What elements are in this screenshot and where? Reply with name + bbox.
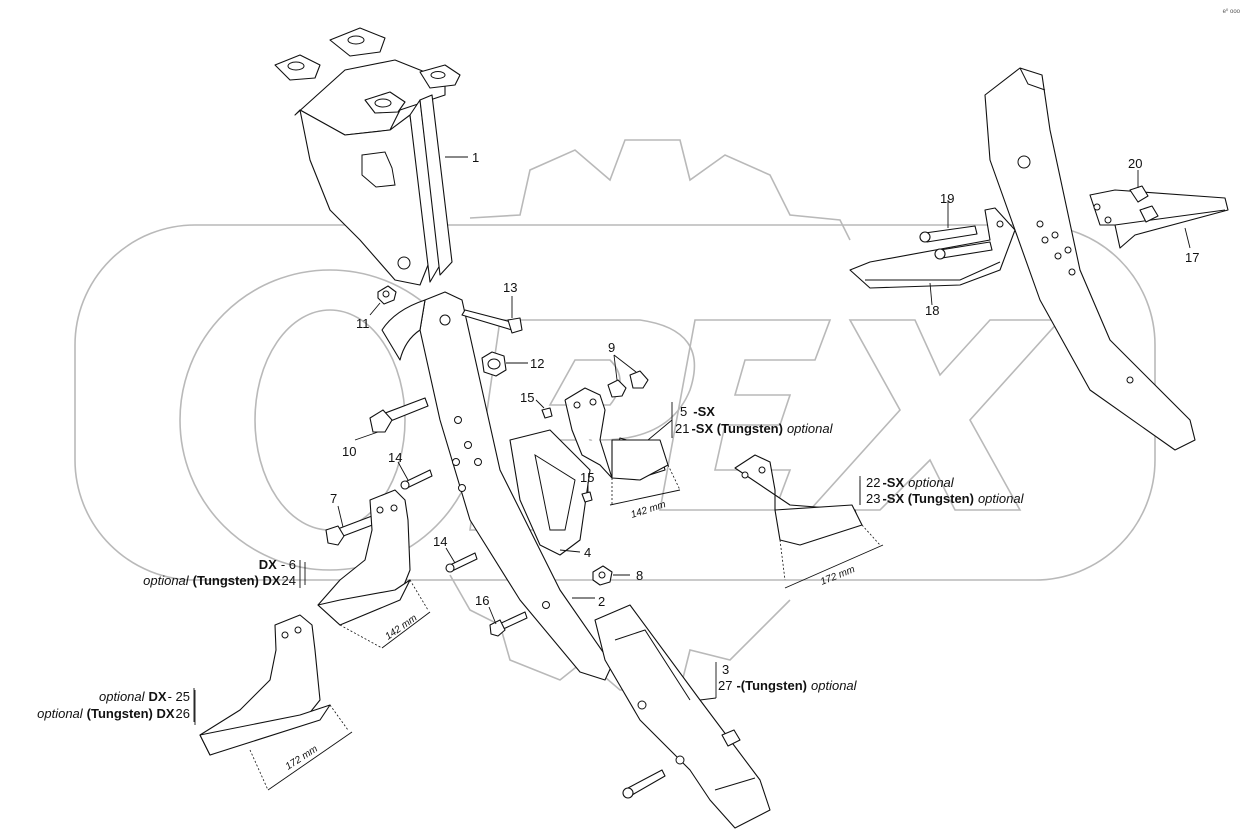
svg-text:DX- 6: DX- 6 — [259, 557, 296, 572]
callout-20: 20 — [1128, 156, 1142, 171]
label-group-dx-6-24: DX- 6 optional(Tungsten) DX24 — [143, 557, 301, 588]
part-1-mounting-bracket — [274, 27, 468, 286]
part-18-wing-shoe — [849, 207, 1016, 289]
callout-15-upper: 15 — [520, 390, 534, 405]
callout-14-upper: 14 — [388, 450, 402, 465]
callout-1: 1 — [472, 150, 479, 165]
callout-17: 17 — [1185, 250, 1199, 265]
part-25-dx-shoe — [194, 614, 353, 791]
watermark-gear — [449, 139, 851, 691]
part-15-small-nuts — [535, 399, 593, 503]
svg-text:5-SX: 5-SX — [680, 404, 715, 419]
part-16-bolt — [488, 606, 528, 637]
part-9-nuts — [607, 354, 649, 398]
part-3-point — [594, 604, 771, 829]
svg-text:21-SX (Tungsten)optional: 21-SX (Tungsten)optional — [675, 421, 834, 436]
part-11-nut — [369, 285, 397, 316]
part-4-wear-plate — [509, 429, 591, 556]
part-13-bolt — [461, 296, 523, 334]
part-14-bolts — [397, 461, 478, 573]
corner-code: e⁰ ooo — [1223, 8, 1241, 15]
callout-18: 18 — [925, 303, 939, 318]
callout-8: 8 — [636, 568, 643, 583]
dim-172-sx: 172 mm — [819, 564, 857, 588]
callout-12: 12 — [530, 356, 544, 371]
part-8-nut — [592, 565, 630, 586]
part-19-bolts — [919, 200, 993, 260]
callout-15-lower: 15 — [580, 470, 594, 485]
callout-13: 13 — [503, 280, 517, 295]
svg-text:optional(Tungsten) DX24: optional(Tungsten) DX24 — [143, 573, 296, 588]
part-12-large-nut — [481, 351, 528, 377]
part-20-nuts — [1129, 170, 1159, 223]
part-right-shank — [984, 67, 1196, 451]
callout-10: 10 — [342, 444, 356, 459]
dim-142-sx: 142 mm — [630, 499, 668, 521]
svg-text:optional(Tungsten) DX26: optional(Tungsten) DX26 — [37, 706, 190, 721]
callout-11: 11 — [356, 316, 370, 331]
svg-text:3: 3 — [722, 662, 729, 677]
callout-2: 2 — [598, 594, 605, 609]
part-17-wing-shoe — [1089, 189, 1229, 249]
label-group-sx-5-21: 5-SX 21-SX (Tungsten)optional — [671, 402, 834, 438]
callout-7: 7 — [330, 491, 337, 506]
callout-14-lower: 14 — [433, 534, 447, 549]
part-22-sx-shoe — [734, 454, 884, 589]
part-10-bolt — [354, 397, 429, 441]
svg-text:27-(Tungsten)optional: 27-(Tungsten)optional — [718, 678, 858, 693]
callout-4: 4 — [584, 545, 591, 560]
label-group-point-3-27: 3 27-(Tungsten)optional — [699, 662, 858, 701]
part-6-dx-shoe — [304, 489, 431, 649]
svg-text:23-SX (Tungsten)optional: 23-SX (Tungsten)optional — [866, 491, 1025, 506]
part-2-shank — [381, 291, 613, 681]
callout-16: 16 — [475, 593, 489, 608]
part-5-sx-shoe — [564, 387, 681, 506]
part-7-bolt — [325, 505, 376, 546]
watermark-frame — [74, 224, 1156, 581]
callout-19: 19 — [940, 191, 954, 206]
dim-142-dx: 142 mm — [383, 613, 419, 643]
callout-9: 9 — [608, 340, 615, 355]
